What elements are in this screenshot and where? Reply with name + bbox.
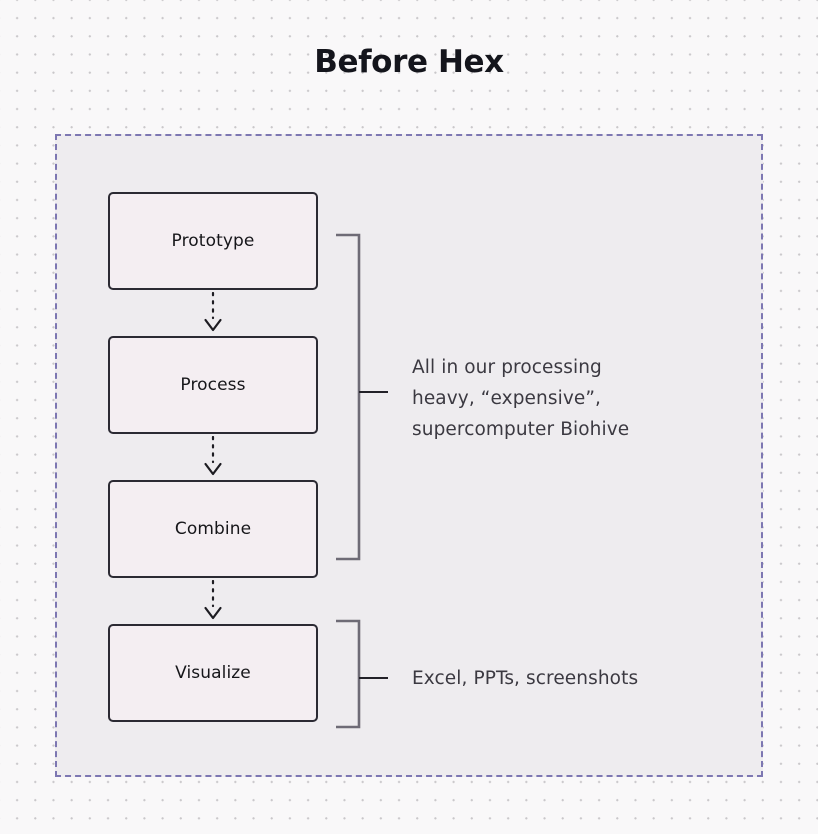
connector-tick-output <box>359 677 388 679</box>
flow-step-prototype[interactable]: Prototype <box>108 192 318 290</box>
annotation-output: Excel, PPTs, screenshots <box>412 663 722 694</box>
arrow-down-icon <box>204 580 222 620</box>
flow-step-combine[interactable]: Combine <box>108 480 318 578</box>
flow-step-label: Process <box>180 375 246 395</box>
arrow-down-icon <box>204 436 222 476</box>
group-bracket-output <box>336 619 361 729</box>
connector-tick-processing <box>359 391 388 393</box>
annotation-line: All in our processing <box>412 357 602 378</box>
annotation-processing: All in our processing heavy, “expensive”… <box>412 352 722 445</box>
flow-step-process[interactable]: Process <box>108 336 318 434</box>
group-bracket-processing <box>336 233 361 561</box>
flow-step-label: Visualize <box>175 663 251 683</box>
page-title: Before Hex <box>314 44 504 80</box>
annotation-line: supercomputer Biohive <box>412 419 630 440</box>
annotation-line: heavy, “expensive”, <box>412 388 602 409</box>
flow-step-label: Prototype <box>171 231 255 251</box>
annotation-line: Excel, PPTs, screenshots <box>412 668 639 689</box>
flow-step-visualize[interactable]: Visualize <box>108 624 318 722</box>
flow-step-label: Combine <box>174 519 252 539</box>
arrow-down-icon <box>204 292 222 332</box>
